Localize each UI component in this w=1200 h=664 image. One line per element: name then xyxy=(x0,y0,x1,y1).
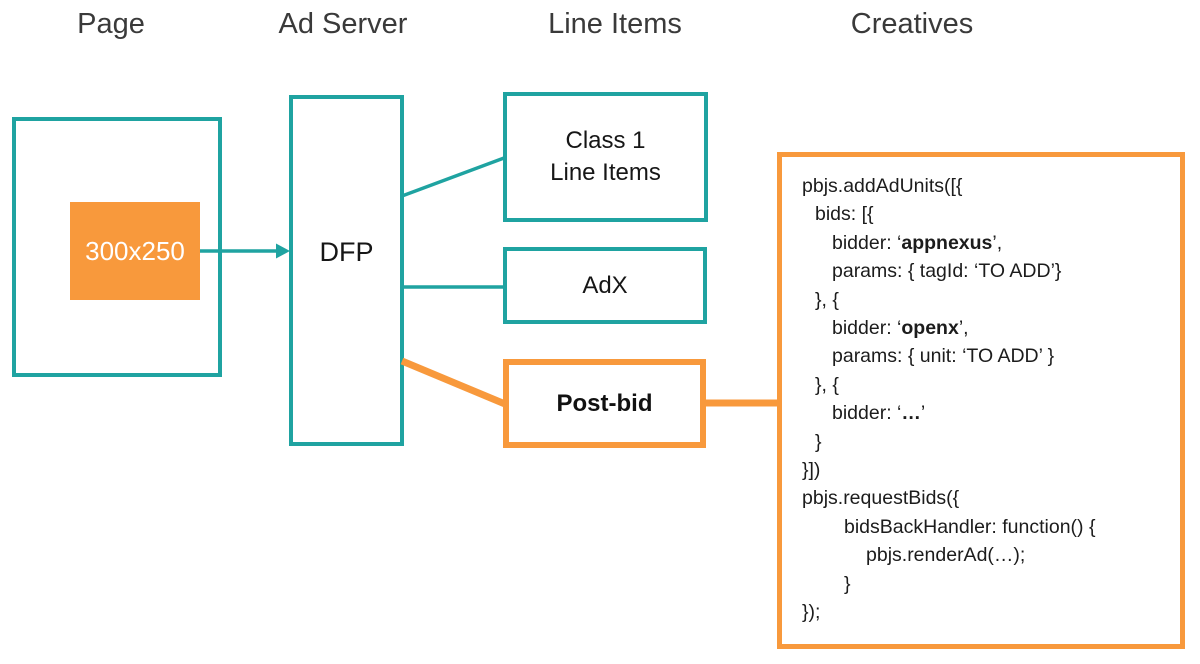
code-line: }, { xyxy=(815,373,839,396)
code-line: }, { xyxy=(815,288,839,311)
dfp-node: DFP xyxy=(289,95,404,446)
creatives-code-box: pbjs.addAdUnits([{ bids: [{ bidder: ‘appne… xyxy=(777,152,1185,649)
arrowhead-icon xyxy=(276,243,290,259)
ad-slot-300x250: 300x250 xyxy=(70,202,200,300)
code-line: bidder: ‘…’ xyxy=(832,402,926,425)
code-line: }]) xyxy=(802,459,821,482)
code-line: bids: [{ xyxy=(815,203,874,226)
column-header-creatives: Creatives xyxy=(850,8,974,40)
code-line: bidsBackHandler: function() { xyxy=(844,515,1096,538)
code-line: pbjs.requestBids({ xyxy=(802,487,960,510)
class1-label-line1: Class 1 xyxy=(565,127,646,154)
column-header-ad-server: Ad Server xyxy=(278,8,408,40)
code-line: } xyxy=(844,572,851,595)
post-bid-node: Post-bid xyxy=(503,359,706,448)
code-line: }); xyxy=(802,601,821,624)
code-line: params: { tagId: ‘TO ADD’} xyxy=(832,260,1062,283)
code-line: bidder: ‘openx’, xyxy=(832,317,969,340)
adx-node: AdX xyxy=(503,247,707,324)
code-block: pbjs.addAdUnits([{ bids: [{ bidder: ‘appne… xyxy=(802,172,1172,627)
code-line: pbjs.renderAd(…); xyxy=(866,544,1026,567)
code-line: } xyxy=(815,430,822,453)
column-header-line-items: Line Items xyxy=(548,8,682,40)
code-line: bidder: ‘appnexus’, xyxy=(832,231,1003,254)
line-dfp-to-class1 xyxy=(401,156,505,198)
class1-label-line2: Line Items xyxy=(550,159,661,186)
code-line: pbjs.addAdUnits([{ xyxy=(802,175,963,197)
class1-line-items-node: Class 1 Line Items xyxy=(503,92,708,222)
column-header-page: Page xyxy=(77,8,145,40)
code-line: params: { unit: ‘TO ADD’ } xyxy=(832,345,1055,368)
line-dfp-to-postbid xyxy=(400,357,507,408)
